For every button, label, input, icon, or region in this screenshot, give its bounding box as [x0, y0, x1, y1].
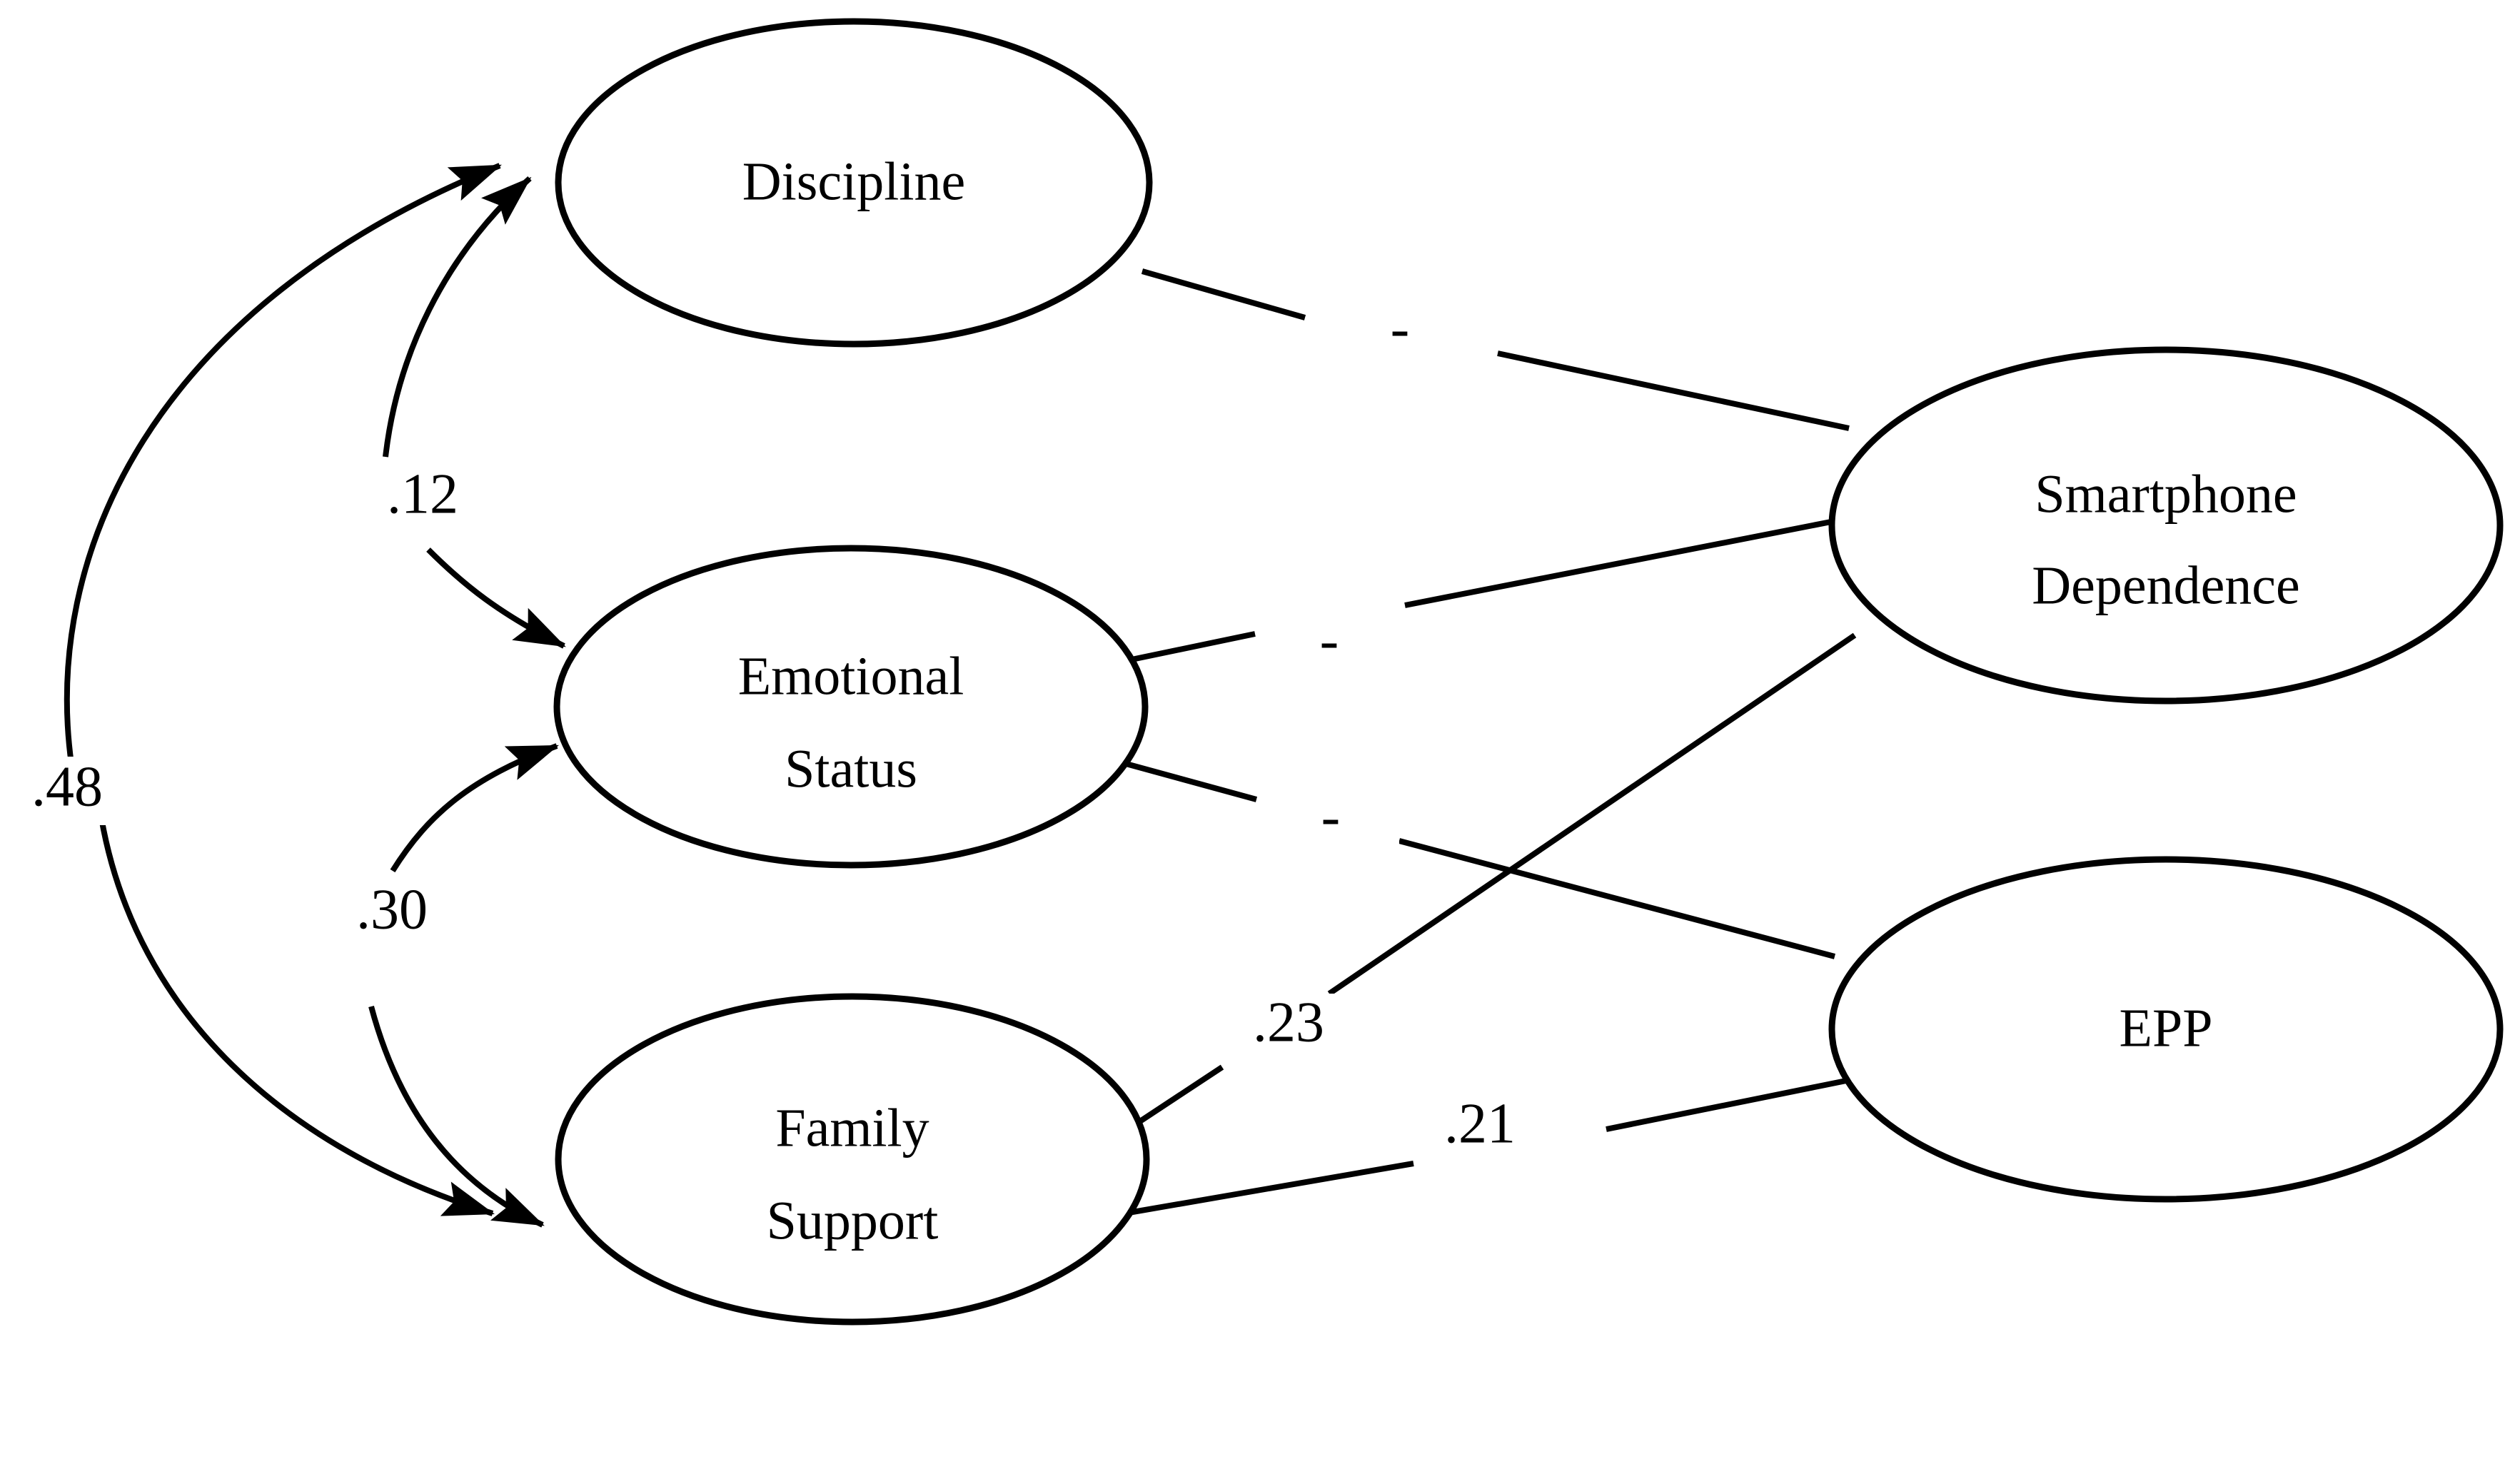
path-segment-family-epp-b [1606, 1076, 1854, 1132]
coefficient-value-12: .12 [387, 463, 458, 525]
covariance-arc-12-upper [383, 176, 532, 458]
coefficient-label-30: .30 [328, 878, 455, 948]
path-family-support-to-epp [1107, 1076, 1854, 1219]
node-label-smartphone-dependence-line1: Smartphone [2035, 464, 2297, 524]
sign-label-emotional-smartphone: - [1261, 609, 1398, 680]
node-ellipse-smartphone-dependence[interactable] [1828, 346, 2504, 705]
path-segment-emotional-smartphone-a [1117, 631, 1256, 665]
node-label-smartphone-dependence-line2: Dependence [2032, 555, 2300, 615]
sign-value-emotional-smartphone: - [1320, 609, 1339, 672]
covariance-arc-12-lower [426, 547, 566, 649]
covariance-discipline-family-support [64, 163, 502, 1216]
node-epp[interactable]: EPP [1828, 856, 2504, 1203]
node-ellipse-emotional-status[interactable] [553, 545, 1149, 869]
covariance-emotional-status-family-support [368, 743, 559, 1228]
node-label-emotional-status-line2: Status [785, 739, 917, 799]
coefficient-value-30: .30 [356, 878, 428, 941]
sign-label-discipline-smartphone: - [1311, 297, 1489, 365]
node-label-family-support-line2: Support [767, 1191, 939, 1251]
node-ellipse-epp[interactable] [1828, 856, 2504, 1203]
sign-value-emotional-epp: - [1321, 785, 1341, 848]
path-emotional-status-to-epp [1119, 759, 1836, 959]
sign-value-discipline-smartphone: - [1391, 297, 1410, 360]
sign-label-emotional-epp: - [1262, 785, 1399, 855]
coefficient-label-12: .12 [361, 463, 484, 532]
path-emotional-status-to-smartphone-dependence [1117, 518, 1835, 665]
path-segment-discipline-smartphone-b [1497, 350, 1850, 431]
coefficient-label-48: .48 [6, 755, 128, 825]
node-label-emotional-status-line1: Emotional [738, 646, 964, 706]
path-segment-family-epp-a [1107, 1161, 1414, 1219]
covariance-arc-30-upper [390, 743, 559, 873]
covariance-arc-48-lower [99, 817, 495, 1216]
node-emotional-status[interactable]: Emotional Status [553, 545, 1149, 869]
path-segment-emotional-epp-b [1398, 838, 1836, 959]
node-label-epp: EPP [2120, 998, 2213, 1058]
covariance-discipline-emotional-status [383, 176, 566, 649]
node-label-family-support-line1: Family [775, 1098, 929, 1158]
node-ellipse-family-support[interactable] [555, 993, 1150, 1326]
covariance-arc-48-upper [64, 163, 502, 764]
path-segment-emotional-smartphone-b [1404, 518, 1835, 608]
node-family-support[interactable]: Family Support [555, 993, 1150, 1326]
node-discipline[interactable]: Discipline [555, 18, 1153, 348]
node-ellipse-discipline[interactable] [555, 18, 1153, 348]
path-segment-family-smartphone-b [1327, 632, 1857, 996]
coefficient-value-21: .21 [1444, 1092, 1516, 1155]
path-discipline-to-smartphone-dependence [1141, 268, 1850, 431]
node-smartphone-dependence[interactable]: Smartphone Dependence [1828, 346, 2504, 705]
covariance-arc-30-lower [368, 1005, 545, 1228]
path-segment-discipline-smartphone-a [1141, 268, 1306, 320]
path-segment-emotional-epp-a [1119, 759, 1258, 802]
coefficient-value-23: .23 [1253, 991, 1324, 1054]
coefficient-value-48: .48 [31, 755, 103, 818]
coefficient-label-23: .23 [1225, 991, 1352, 1062]
node-label-discipline: Discipline [742, 151, 965, 211]
coefficient-label-21: .21 [1416, 1092, 1543, 1163]
